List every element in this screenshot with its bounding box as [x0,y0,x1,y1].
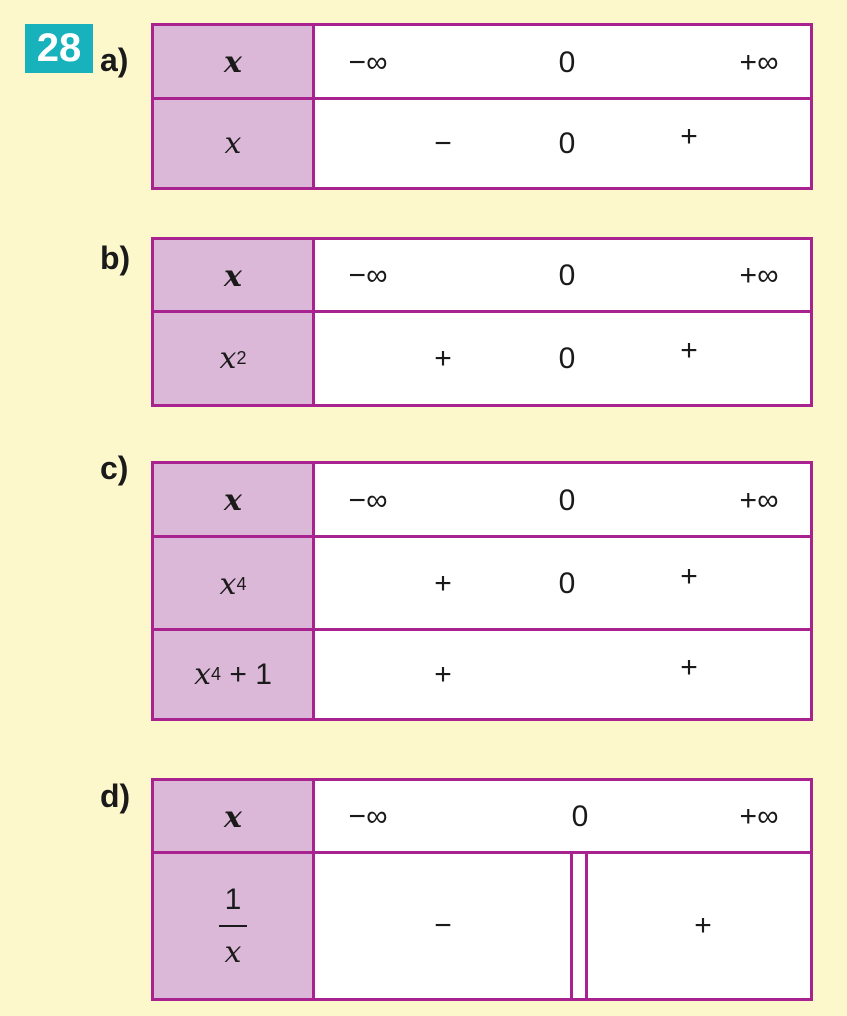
part-label-b: b) [100,240,131,276]
fraction-numerator: 1 [218,883,248,927]
value-plus-infinity: +∞ [739,45,779,79]
value-zero: 0 [558,259,576,292]
expression-label: 1 x [154,854,315,998]
sign-table-a: x −∞ 0 +∞ x − 0 + [151,23,813,190]
sign-right: + [680,559,698,593]
fraction: 1 x [218,883,248,970]
value-plus-infinity: +∞ [739,259,779,292]
expression-base: x [219,341,237,376]
sign-left: + [434,567,452,600]
sign-left: − [434,909,452,942]
expression-label: x [154,100,315,187]
variable-label: x [154,240,315,312]
header-row: x −∞ 0 +∞ [154,464,810,537]
expression-base: x [194,657,212,692]
value-minus-infinity: −∞ [348,45,388,79]
sign-row: x − 0 + [154,97,810,187]
expression-exponent: 4 [211,664,222,684]
zero-marker: 0 [558,567,576,600]
part-label-d: d) [100,778,131,814]
part-label-a: a) [100,42,129,78]
zero-marker: 0 [558,341,576,375]
sign-table-d: x −∞ 0 +∞ 1 x − + [151,778,813,1001]
sign-left: + [434,341,452,375]
variable-label: x [154,26,315,99]
sign-right: + [680,650,698,684]
sign-right: + [680,334,698,368]
value-zero: 0 [558,45,576,79]
value-plus-infinity: +∞ [739,800,779,833]
expression-exponent: 2 [236,348,247,368]
header-row: x −∞ 0 +∞ [154,240,810,312]
part-label-c: c) [100,450,129,486]
fraction-denominator: x [224,934,242,970]
value-minus-infinity: −∞ [348,800,388,833]
header-row: x −∞ 0 +∞ [154,781,810,853]
value-plus-infinity: +∞ [739,483,779,517]
variable-label: x [154,464,315,537]
expression-base: x [219,566,237,602]
sign-left: + [434,657,452,691]
exercise-number-badge: 28 [25,24,93,73]
sign-row: 1 x − + [154,851,810,998]
value-minus-infinity: −∞ [348,483,388,517]
value-zero: 0 [558,483,576,517]
value-minus-infinity: −∞ [348,259,388,292]
header-row: x −∞ 0 +∞ [154,26,810,99]
expression-tail: + 1 [221,657,272,691]
expression-exponent: 4 [236,573,247,594]
zero-marker: 0 [558,126,576,160]
value-zero: 0 [571,800,589,833]
variable-label: x [154,781,315,853]
sign-left: − [434,126,452,160]
sign-right: + [694,909,712,942]
sign-right: + [680,119,698,153]
forbidden-value-double-bar [570,854,588,998]
